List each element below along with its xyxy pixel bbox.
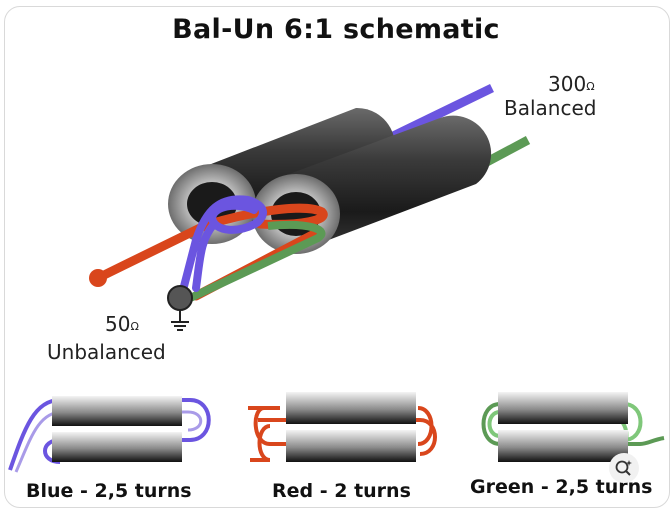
red-terminal xyxy=(89,269,107,287)
unbalanced-unit: Ω xyxy=(130,320,139,333)
visual-search-icon[interactable] xyxy=(609,453,639,483)
unbalanced-value: 50 xyxy=(105,312,131,336)
green-winding-figure xyxy=(481,392,665,462)
blue-winding-figure xyxy=(8,396,211,473)
diagram-title: Bal-Un 6:1 schematic xyxy=(172,14,500,45)
balanced-value: 300 xyxy=(548,72,587,96)
ground-terminal xyxy=(167,285,193,331)
red-winding-figure xyxy=(248,392,437,462)
unbalanced-impedance-label: 50Ω xyxy=(105,312,139,336)
balanced-impedance-label: 300Ω xyxy=(548,72,595,96)
green-winding-caption: Green - 2,5 turns xyxy=(470,476,653,498)
blue-wire xyxy=(178,195,267,298)
blue-wire-balanced xyxy=(383,83,494,145)
balanced-label: Balanced xyxy=(504,96,597,120)
unbalanced-label: Unbalanced xyxy=(47,340,166,364)
green-wire xyxy=(184,220,326,304)
blue-winding-caption: Blue - 2,5 turns xyxy=(26,480,192,502)
balanced-unit: Ω xyxy=(586,80,595,93)
red-winding-caption: Red - 2 turns xyxy=(272,480,411,502)
